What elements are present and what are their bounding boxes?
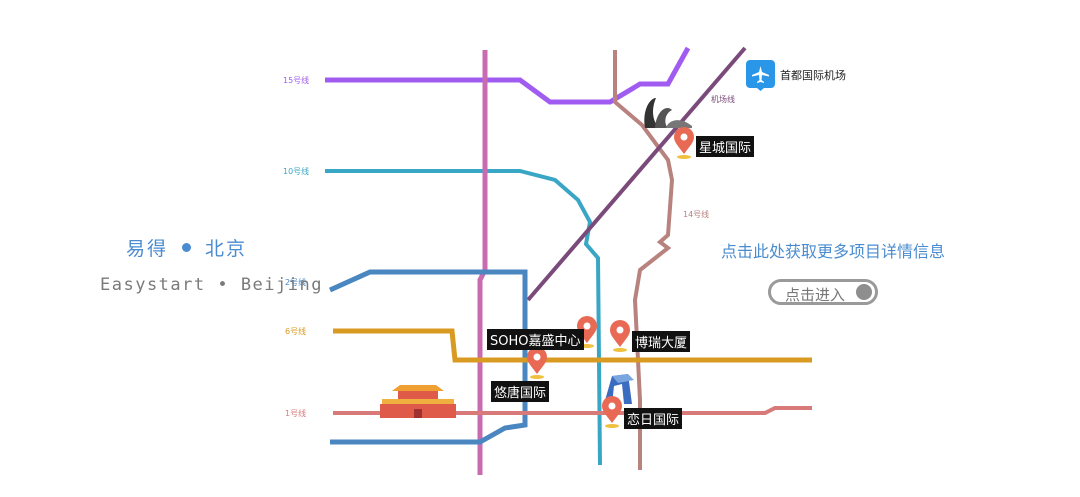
- brand-dot-icon: [182, 243, 192, 252]
- line-2: [328, 269, 528, 445]
- toggle-knob-icon: [856, 284, 872, 300]
- line-airport: [526, 46, 747, 302]
- line-label-14: 14号线: [683, 210, 710, 219]
- poi-label-soho[interactable]: SOHO嘉盛中心: [487, 329, 584, 350]
- brand-title-right: 北京: [205, 238, 248, 260]
- line-10: [325, 169, 602, 466]
- poi-label-lianri[interactable]: 恋日国际: [624, 408, 683, 429]
- line-label-6: 6号线: [285, 327, 307, 336]
- poi-label-xingcheng[interactable]: 星城国际: [696, 136, 755, 157]
- brand-title: 易得 北京: [126, 234, 247, 261]
- line-label-airport: 机场线: [711, 95, 735, 104]
- brand-title-left: 易得: [126, 238, 169, 260]
- brand-subtitle: Easystart • Beijing: [100, 275, 323, 295]
- line-label-10: 10号线: [283, 167, 310, 176]
- line-label-2: 2号线: [285, 278, 307, 287]
- airplane-icon: [746, 60, 775, 91]
- poi-pin-icon[interactable]: [527, 347, 547, 379]
- line-vertical-pink: [477, 50, 488, 475]
- line-15: [325, 46, 691, 105]
- poi-label-youtang[interactable]: 悠唐国际: [491, 381, 550, 402]
- poi-pin-icon[interactable]: [674, 127, 694, 159]
- line-6: [333, 328, 812, 363]
- info-link[interactable]: 点击此处获取更多项目详情信息: [721, 242, 946, 261]
- tiananmen-landmark-icon: [380, 385, 456, 418]
- airport-label: 首都国际机场: [780, 69, 846, 82]
- enter-button-label: 点击进入: [785, 286, 846, 304]
- enter-button[interactable]: 点击进入: [768, 279, 878, 305]
- poi-pin-icon[interactable]: [610, 320, 630, 352]
- line-label-15: 15号线: [283, 76, 310, 85]
- line-1: [333, 406, 812, 415]
- phoenix-building-icon: [644, 98, 692, 128]
- line-label-1: 1号线: [285, 409, 307, 418]
- poi-pin-icon[interactable]: [602, 396, 622, 428]
- poi-label-borui[interactable]: 博瑞大厦: [632, 331, 691, 352]
- line-14: [613, 50, 675, 470]
